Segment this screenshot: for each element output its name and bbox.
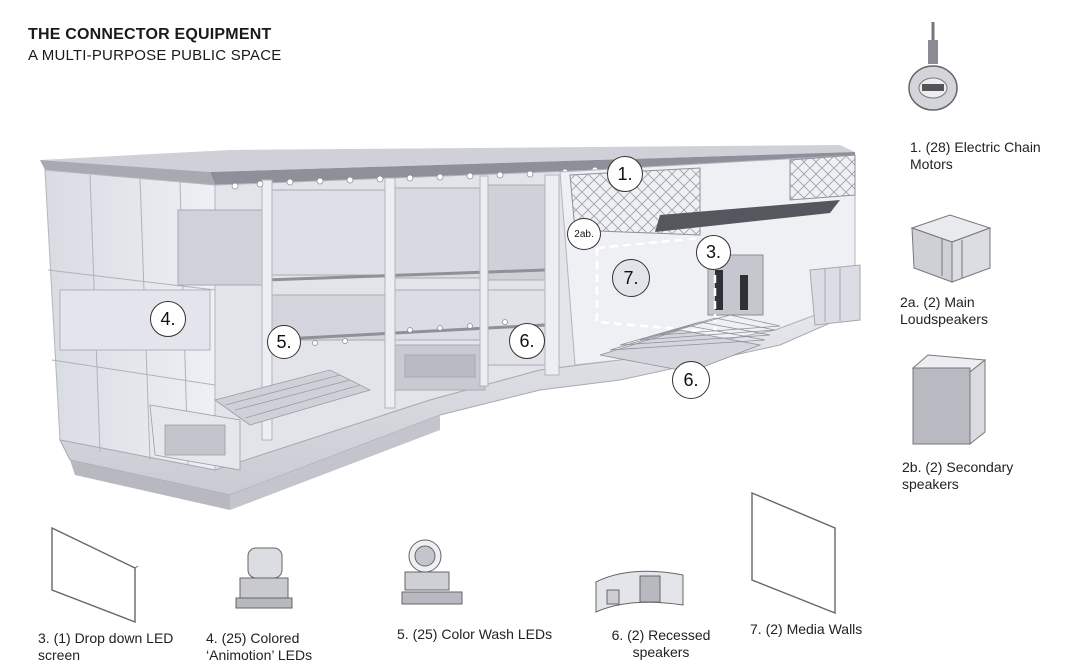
media-wall-outline [595, 236, 717, 334]
caption-motors: 1. (28) Electric Chain Motors [910, 139, 1041, 172]
marker-5: 5. [267, 325, 301, 359]
ceiling-lights [231, 166, 599, 348]
diagram-subtitle: A MULTI-PURPOSE PUBLIC SPACE [28, 47, 282, 64]
main-loudspeaker-icon [910, 214, 992, 283]
chain-motor-icon [908, 22, 958, 111]
roof-slab [40, 145, 855, 185]
media-wall-icon [751, 491, 836, 615]
caption-led-screen: 3. (1) Drop down LED screen [38, 630, 174, 663]
columns [261, 174, 560, 441]
caption-secondary-speakers: 2b. (2) Secondary speakers [902, 459, 1014, 492]
caption-main-speakers: 2a. (2) Main Loudspeakers [900, 294, 988, 327]
led-screen-icon [51, 526, 139, 624]
caption-animotion: 4. (25) Colored ‘Animotion’ LEDs [206, 630, 313, 663]
front-stairs [149, 369, 372, 471]
marker-6-seating: 6. [672, 361, 710, 399]
marker-6: 6. [509, 323, 545, 359]
seating-steps [599, 314, 781, 373]
secondary-speaker-icon [911, 354, 987, 446]
caption-color-wash: 5. (25) Color Wash LEDs [397, 626, 553, 642]
caption-media-walls: 7. (2) Media Walls [750, 621, 863, 637]
marker-1: 1. [607, 156, 643, 192]
marker-4: 4. [150, 301, 186, 337]
animotion-led-icon [235, 547, 293, 609]
diagram-title: THE CONNECTOR EQUIPMENT [28, 26, 272, 43]
recessed-speaker-icon [595, 570, 684, 613]
marker-2ab: 2ab. [567, 218, 601, 250]
color-wash-led-icon [401, 539, 463, 605]
caption-recessed: 6. (2) Recessed speakers [611, 627, 711, 660]
marker-3: 3. [696, 235, 731, 270]
marker-7: 7. [612, 259, 650, 297]
